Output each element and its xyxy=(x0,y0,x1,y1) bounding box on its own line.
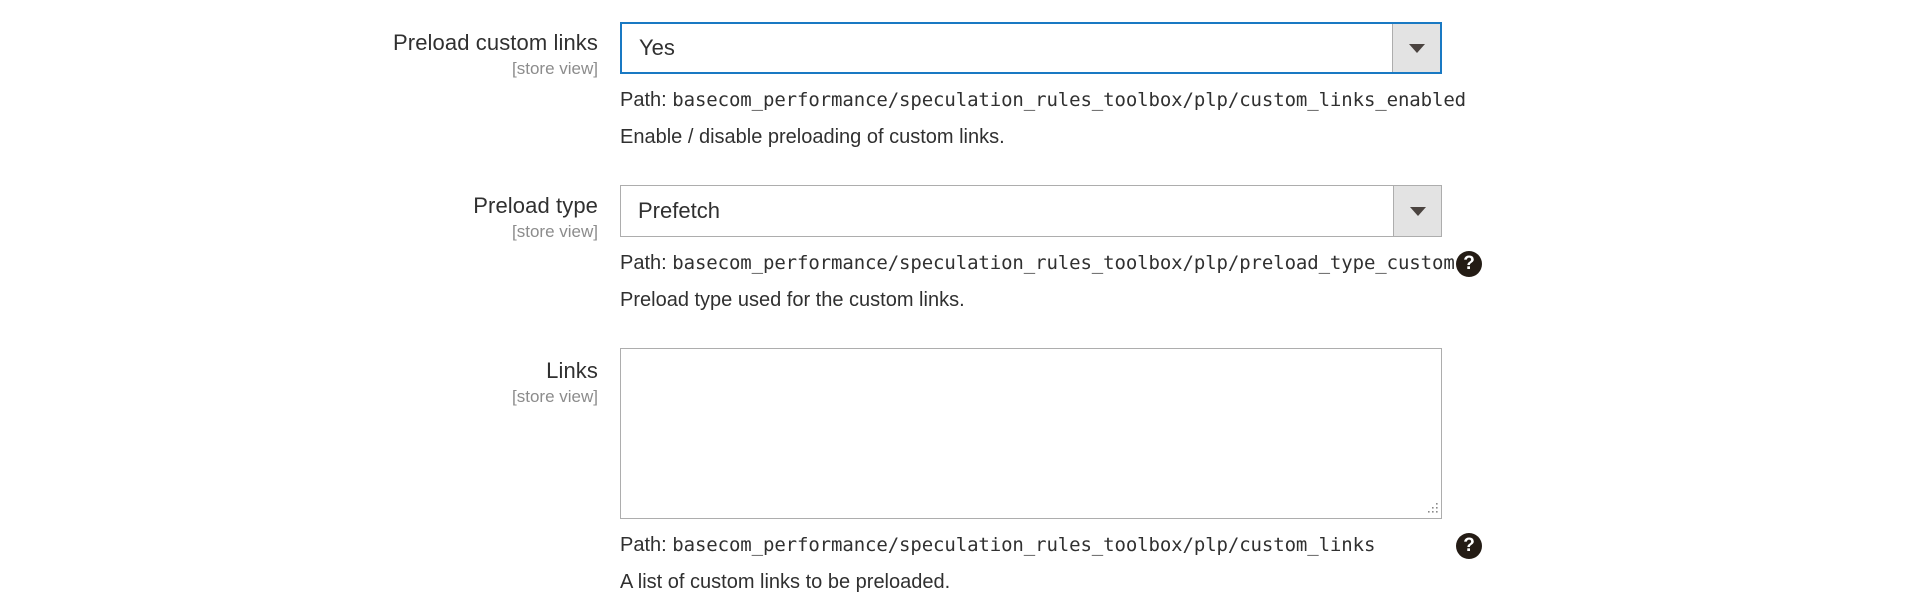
path-value-links: basecom_performance/speculation_rules_to… xyxy=(672,534,1376,556)
note-block-preload-type: Path: basecom_performance/speculation_ru… xyxy=(620,237,1905,315)
path-prefix-label: Path: xyxy=(620,252,667,274)
field-label-column-preload-custom-links: Preload custom links [store view] xyxy=(0,22,620,81)
path-prefix-label: Path: xyxy=(620,89,667,111)
chevron-down-icon xyxy=(1409,206,1426,216)
field-comment-preload-type: Preload type used for the custom links. xyxy=(620,289,965,311)
field-comment-links: A list of custom links to be preloaded. xyxy=(620,571,951,593)
select-dropdown-button-preload-type[interactable] xyxy=(1393,186,1441,236)
field-label-links: Links xyxy=(546,358,598,383)
field-comment-preload-custom-links: Enable / disable preloading of custom li… xyxy=(620,126,1005,148)
field-control-column-links: Path: basecom_performance/speculation_ru… xyxy=(620,348,1905,597)
field-row-preload-type: Preload type [store view] Prefetch Path:… xyxy=(0,185,1905,315)
field-row-preload-custom-links: Preload custom links [store view] Yes Pa… xyxy=(0,22,1905,152)
select-dropdown-button-preload-custom-links[interactable] xyxy=(1392,24,1440,72)
path-value-preload-type: basecom_performance/speculation_rules_to… xyxy=(672,252,1455,274)
config-form: Preload custom links [store view] Yes Pa… xyxy=(0,22,1905,593)
field-label-preload-type: Preload type xyxy=(473,193,598,218)
select-value-preload-custom-links[interactable]: Yes xyxy=(622,24,1392,72)
help-icon-preload-type[interactable]: ? xyxy=(1456,251,1482,277)
note-block-links: Path: basecom_performance/speculation_ru… xyxy=(620,519,1905,597)
field-scope-preload-custom-links: [store view] xyxy=(512,59,598,79)
field-row-links: Links [store view] xyxy=(0,348,1905,597)
select-preload-custom-links[interactable]: Yes xyxy=(620,22,1442,74)
chevron-down-icon xyxy=(1408,43,1425,53)
select-value-preload-type[interactable]: Prefetch xyxy=(621,186,1393,236)
field-label-column-preload-type: Preload type [store view] xyxy=(0,185,620,244)
path-prefix-label: Path: xyxy=(620,534,667,556)
field-control-column-preload-custom-links: Yes Path: basecom_performance/speculatio… xyxy=(620,22,1905,152)
config-path-preload-custom-links: Path: basecom_performance/speculation_ru… xyxy=(620,85,1905,115)
field-label-column-links: Links [store view] xyxy=(0,348,620,409)
links-textarea[interactable] xyxy=(621,349,1441,518)
help-icon-links[interactable]: ? xyxy=(1456,533,1482,559)
field-label-preload-custom-links: Preload custom links xyxy=(393,30,598,55)
field-control-column-preload-type: Prefetch Path: basecom_performance/specu… xyxy=(620,185,1905,315)
config-path-preload-type: Path: basecom_performance/speculation_ru… xyxy=(620,248,1905,278)
select-preload-type[interactable]: Prefetch xyxy=(620,185,1442,237)
field-scope-preload-type: [store view] xyxy=(512,222,598,242)
links-textarea-wrapper[interactable] xyxy=(620,348,1442,519)
field-scope-links: [store view] xyxy=(512,387,598,407)
config-path-links: Path: basecom_performance/speculation_ru… xyxy=(620,530,1905,560)
note-block-preload-custom-links: Path: basecom_performance/speculation_ru… xyxy=(620,74,1905,152)
path-value-preload-custom-links: basecom_performance/speculation_rules_to… xyxy=(672,89,1466,111)
